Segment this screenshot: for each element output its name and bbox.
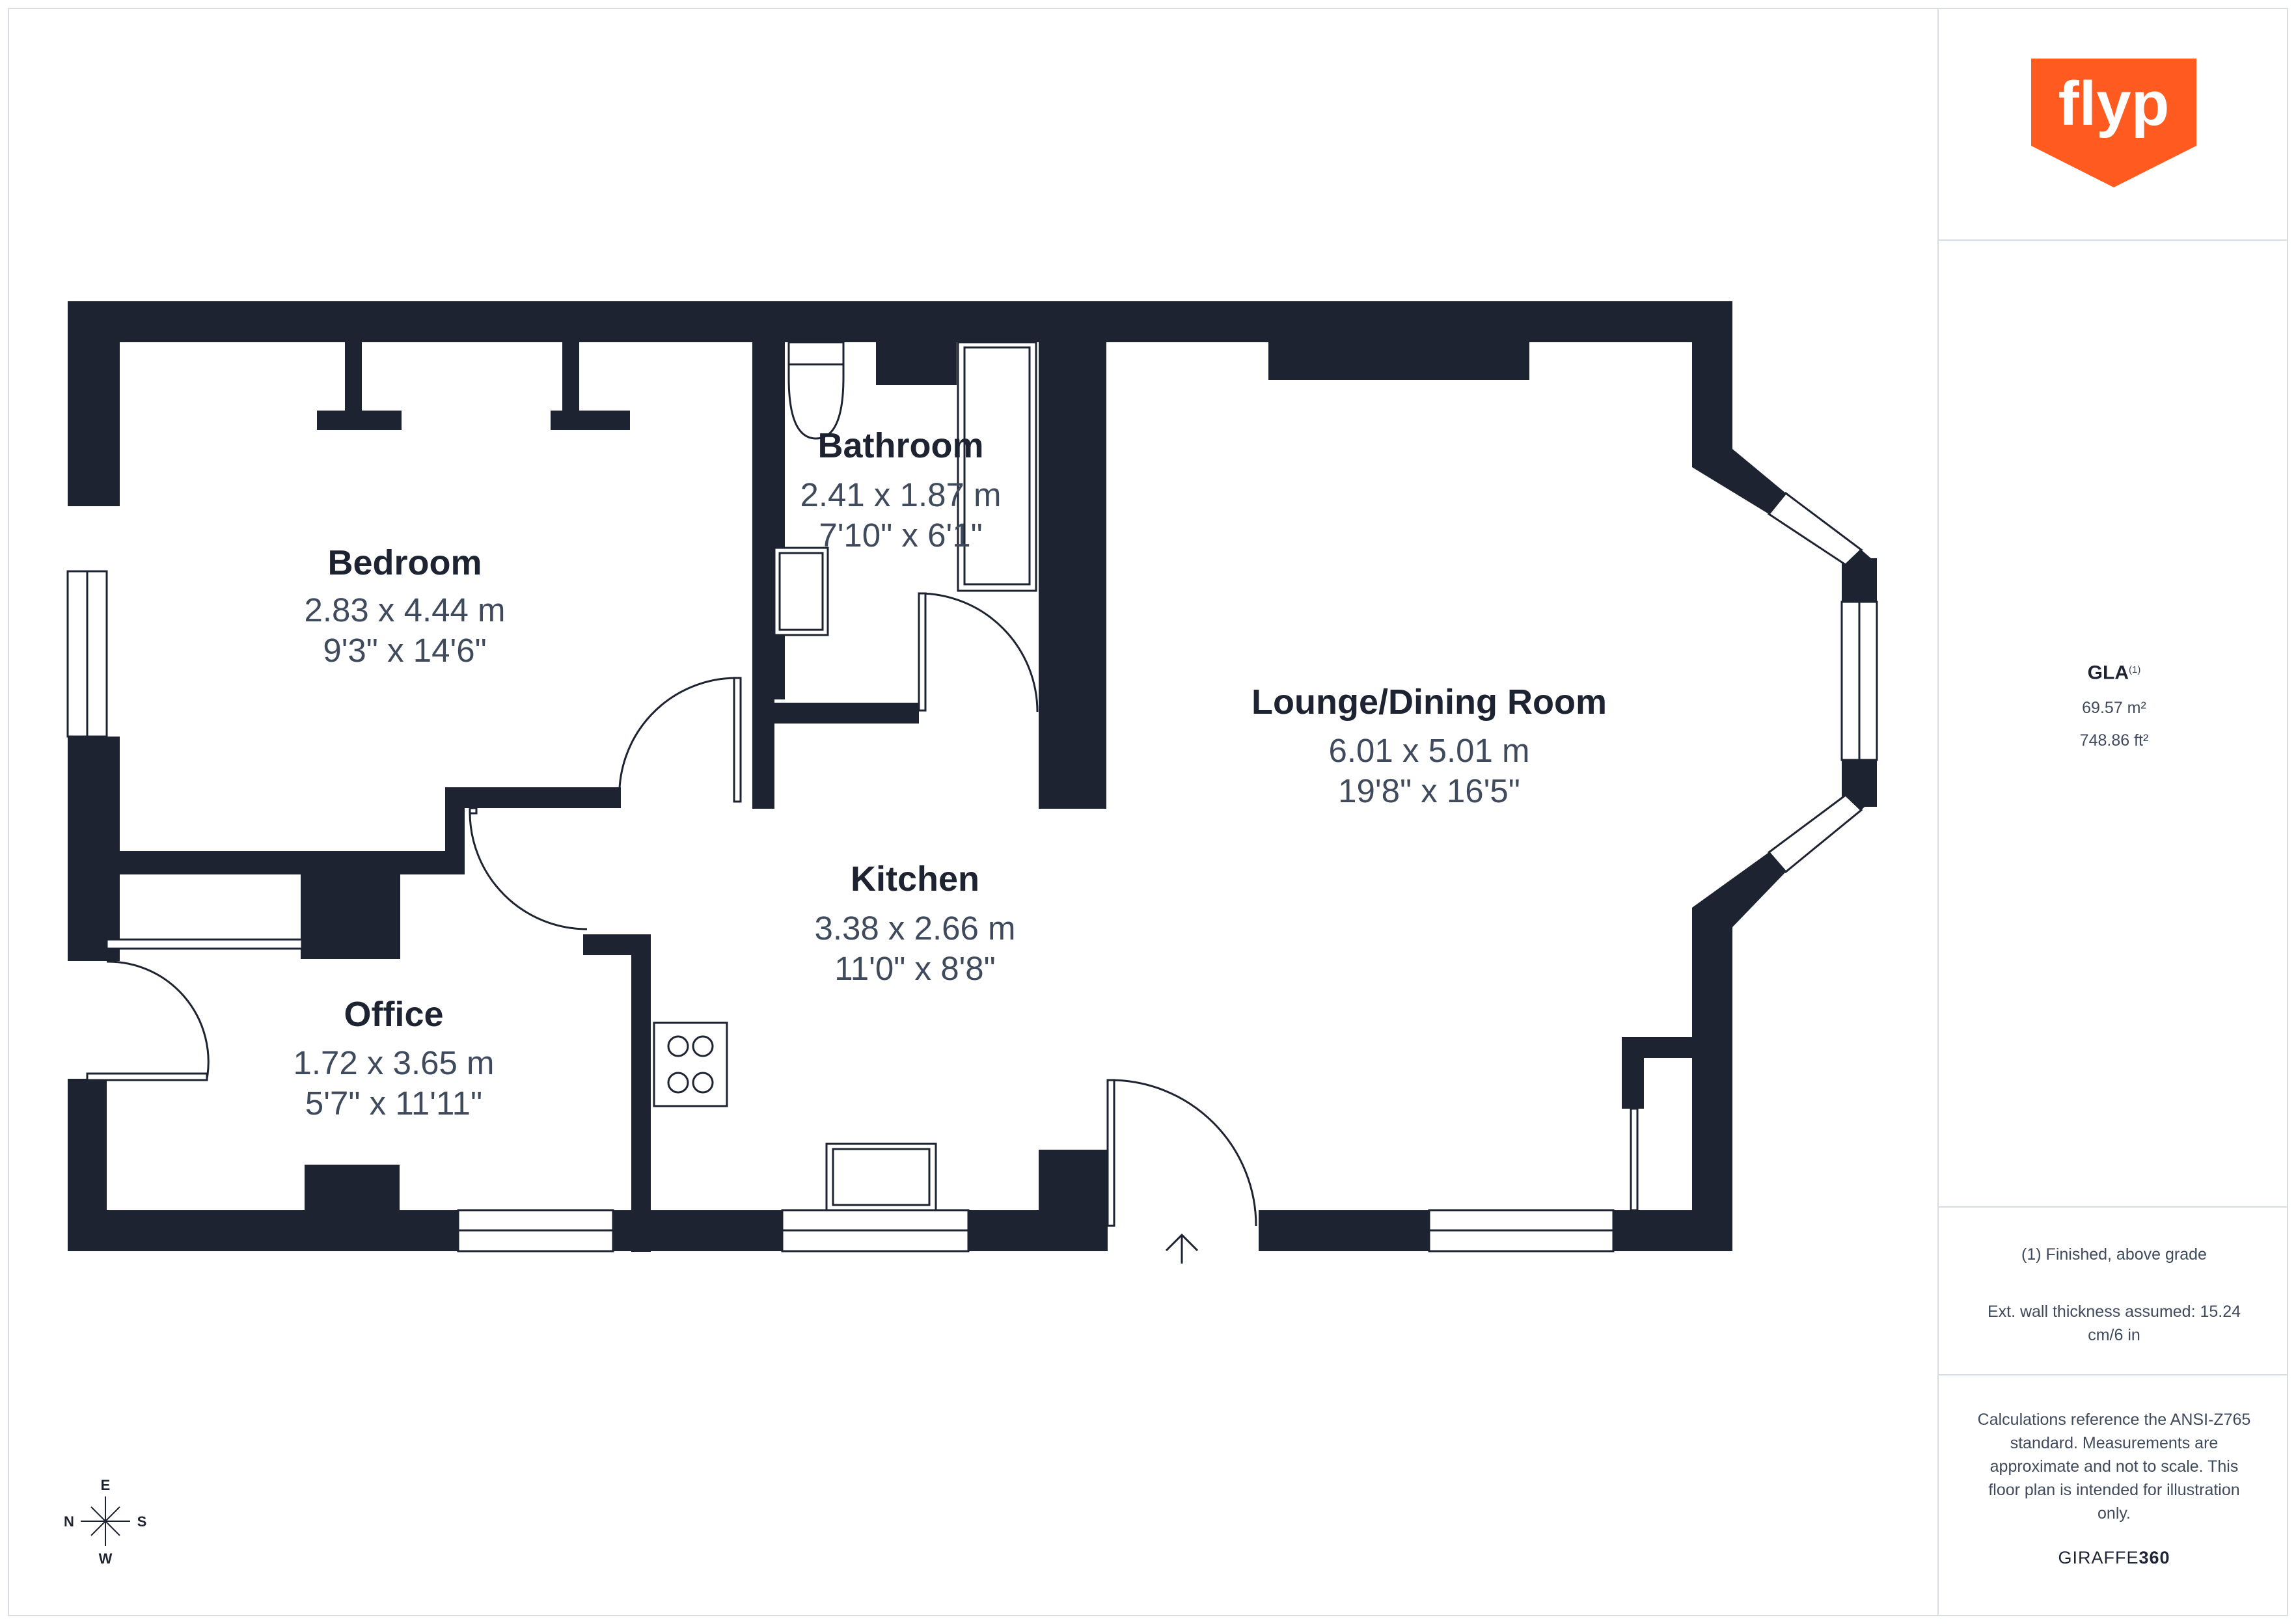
wall-kitchen-column — [1039, 1150, 1108, 1251]
logo-text: flyp — [2058, 69, 2170, 139]
compass-south: S — [137, 1513, 147, 1530]
wardrobe-foot-2 — [551, 411, 630, 430]
wall-bottom-office — [68, 1210, 458, 1251]
gla-heading: GLA(1) — [1939, 658, 2289, 685]
door-left-entry — [106, 960, 210, 1079]
bedroom-name: Bedroom — [327, 543, 482, 582]
hob-fixture — [653, 1022, 728, 1107]
compass-west: W — [99, 1550, 113, 1567]
entrance-arrow-head — [1165, 1233, 1199, 1252]
divider-top — [1939, 239, 2288, 241]
lounge-imperial: 19'8" x 16'5" — [1338, 772, 1520, 809]
compass: E W N S — [64, 1477, 146, 1567]
wall-left-upper — [68, 301, 120, 506]
bathroom-imperial: 7'10" x 6'1" — [819, 517, 982, 554]
wall-lounge-header — [1268, 342, 1529, 380]
wall-bay-upper — [1692, 449, 1786, 514]
divider-bottom — [1939, 1374, 2288, 1375]
lounge-metric: 6.01 x 5.01 m — [1328, 732, 1529, 769]
bathroom-metric: 2.41 x 1.87 m — [800, 476, 1001, 513]
door-bathroom — [918, 592, 1039, 712]
info-sidebar: flyp GLA(1) 69.57 m² 748.86 ft² (1) Fini… — [1937, 8, 2288, 1616]
footnote-finished: (1) Finished, above grade — [2021, 1245, 2207, 1264]
brand-light: GIRAFFE — [2058, 1548, 2139, 1567]
toilet-fixture — [787, 341, 845, 440]
kitchen-name: Kitchen — [851, 859, 979, 899]
wardrobe-foot-1 — [317, 411, 402, 430]
floor-plan: Bedroom 2.83 x 4.44 m 9'3" x 14'6" Bathr… — [64, 301, 1878, 1567]
area-imperial: 748.86 ft² — [2079, 731, 2149, 750]
door-office — [469, 811, 588, 930]
wall-lounge-divider — [1039, 301, 1106, 809]
compass-east: E — [101, 1477, 111, 1493]
doors — [86, 592, 1639, 1264]
wall-left-mid — [68, 737, 120, 961]
wall-bay-corner-bottom-join — [1846, 781, 1877, 810]
bathroom-name: Bathroom — [818, 426, 984, 465]
wall-office-cab — [305, 1165, 400, 1211]
office-name: Office — [344, 995, 443, 1034]
wall-bottom-lounge-a — [1259, 1210, 1429, 1251]
divider-mid — [1939, 1206, 2288, 1208]
wall-thickness-note: Ext. wall thickness assumed: 15.24 cm/6 … — [1987, 1303, 2241, 1344]
wall-lounge-stub-v — [1622, 1037, 1644, 1109]
wall-right-upper — [1692, 301, 1732, 467]
wall-right-lower — [1692, 908, 1732, 1251]
flyp-logo: flyp — [2031, 59, 2196, 187]
wall-office-cupboard — [301, 874, 400, 959]
wall-bay-corner-top-join — [1846, 550, 1877, 579]
walls — [68, 301, 1877, 1252]
wall-bath-inner — [774, 301, 785, 699]
windows — [66, 491, 1878, 1252]
door-lounge-side — [1630, 1107, 1639, 1211]
brand-bold: 360 — [2139, 1548, 2170, 1567]
office-imperial: 5'7" x 11'11" — [305, 1085, 482, 1122]
wall-bedroom-bath-divider — [752, 301, 774, 809]
window-bay-upper — [1767, 491, 1863, 566]
wall-left-stub — [107, 874, 120, 915]
gla-note-ref: (1) — [2128, 664, 2141, 675]
kitchen-imperial: 11'0" x 8'8" — [834, 950, 996, 987]
wall-office-kitchen-h — [583, 934, 651, 955]
office-metric: 1.72 x 3.65 m — [293, 1044, 494, 1081]
room-labels: Bedroom 2.83 x 4.44 m 9'3" x 14'6" Bathr… — [293, 426, 1606, 1122]
window-bay-lower — [1767, 794, 1863, 874]
gla-label: GLA — [2087, 662, 2129, 684]
giraffe360-brand: GIRAFFE360 — [1939, 1546, 2289, 1569]
door-bedroom — [618, 677, 737, 802]
wall-bedroom-bottom — [68, 851, 445, 874]
compass-north: N — [64, 1513, 74, 1530]
kitchen-metric: 3.38 x 2.66 m — [814, 910, 1015, 947]
disclaimer: Calculations reference the ANSI-Z765 sta… — [1977, 1411, 2251, 1522]
wardrobe-post-2 — [562, 342, 579, 411]
area-metric: 69.57 m² — [2082, 699, 2146, 717]
lounge-name: Lounge/Dining Room — [1251, 683, 1607, 722]
wall-bay-lower — [1692, 852, 1786, 927]
bedroom-imperial: 9'3" x 14'6" — [323, 632, 486, 669]
wall-office-kitchen-v — [631, 934, 651, 1252]
window-office-top — [105, 938, 303, 950]
wardrobe-post-1 — [345, 342, 362, 411]
wall-top — [68, 301, 1732, 342]
bedroom-metric: 2.83 x 4.44 m — [304, 591, 505, 629]
page-frame — [8, 8, 2288, 1616]
wall-bedroom-kitchen — [445, 787, 621, 808]
wall-bath-bottom — [774, 703, 919, 724]
door-front — [1110, 1079, 1257, 1226]
fixtures — [653, 341, 1037, 1211]
wall-bath-top-box — [876, 342, 957, 385]
